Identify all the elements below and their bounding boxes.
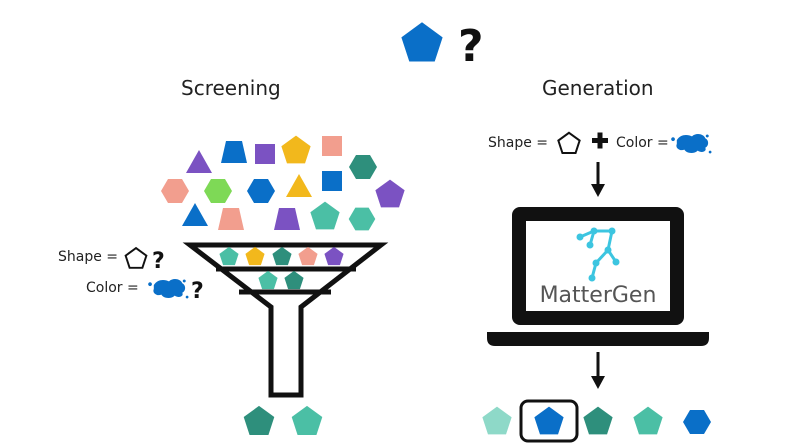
output-pentagon (291, 405, 323, 435)
logo-node (576, 233, 584, 241)
logo-node (586, 241, 594, 249)
shape-pentagon (310, 201, 340, 230)
shape-pentagon (245, 246, 265, 266)
screening-funnel (182, 242, 389, 398)
shape-triangle (286, 174, 312, 197)
paint-splash-icon (671, 134, 712, 154)
shape-triangle (182, 203, 208, 226)
target-pentagon (401, 22, 443, 62)
shape-pentagon (284, 270, 304, 290)
shape-pentagon (375, 179, 405, 208)
generated-pentagon (583, 406, 613, 435)
question-icon: ? (458, 21, 484, 72)
shape-trapezoid (221, 141, 247, 163)
shape-pentagon (258, 270, 278, 290)
logo-node (588, 274, 596, 282)
logo-node (608, 227, 616, 235)
laptop (487, 207, 709, 346)
shape-hexagon (349, 155, 377, 179)
question-icon: ? (152, 249, 165, 274)
generated-pentagon (482, 406, 512, 435)
generated-hexagon (683, 410, 711, 434)
question-icon: ? (191, 279, 204, 304)
mattergen-brand-text: MatterGen (539, 283, 657, 308)
shape-square (322, 171, 342, 191)
shape-triangle (186, 150, 212, 173)
shape-hexagon (247, 179, 275, 203)
shape-trapezoid (274, 208, 300, 230)
logo-node (612, 258, 620, 266)
shape-pentagon (272, 246, 292, 266)
generated-pentagon-selected (534, 406, 564, 435)
shape-hexagon (161, 179, 189, 203)
shape-pentagon (281, 135, 311, 164)
shape-trapezoid (218, 208, 244, 230)
screening-color-label: Color = (86, 280, 139, 296)
paint-splash-icon (148, 279, 189, 299)
pentagon-outline-icon (124, 247, 148, 269)
shape-pentagon (324, 246, 344, 266)
shape-pentagon (219, 246, 239, 266)
output-pentagon (243, 405, 275, 435)
logo-node (604, 246, 612, 254)
arrow-down-icon (591, 162, 605, 197)
laptop-screen (526, 221, 670, 311)
pentagon-outline-icon (557, 131, 581, 155)
screening-title: Screening (181, 76, 281, 100)
screening-shape-label: Shape = (58, 249, 119, 265)
shape-hexagon (348, 207, 376, 231)
selected-highlight-box (519, 399, 579, 443)
shape-square (255, 144, 275, 164)
shape-pentagon (298, 246, 318, 266)
laptop-base (487, 332, 709, 346)
generation-title: Generation (542, 76, 654, 100)
arrow-down-icon (591, 352, 605, 389)
candidate-shape-cloud (161, 135, 405, 231)
shape-hexagon (204, 179, 232, 203)
generated-pentagon (633, 406, 663, 435)
logo-node (592, 259, 600, 267)
logo-node (590, 227, 598, 235)
generation-shape-label: Shape = (488, 135, 549, 151)
generation-color-label: Color = (616, 135, 669, 151)
plus-icon (592, 132, 608, 149)
shape-square (322, 136, 342, 156)
